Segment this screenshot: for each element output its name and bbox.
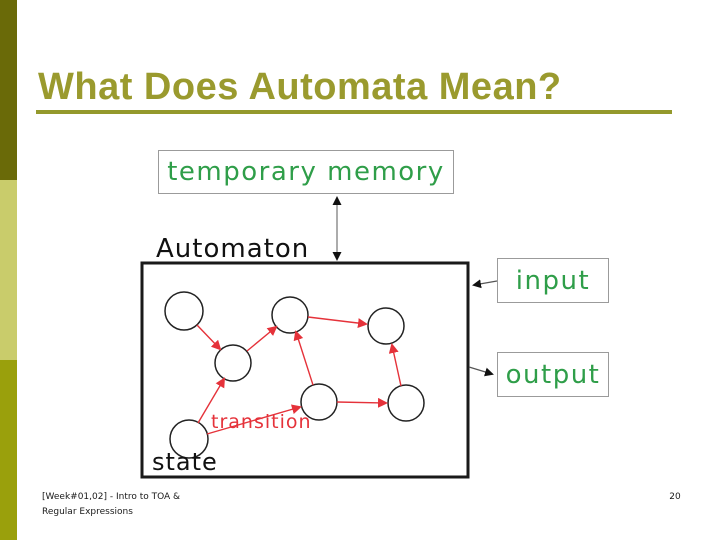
temporary-memory-label: temporary memory [167,157,445,187]
state-circle [169,419,209,459]
transition-arrow [197,377,226,424]
sidebar-segment-middle [0,180,17,360]
transition-arrow [336,397,388,408]
sidebar-segment-bottom [0,360,17,540]
sidebar-decoration [0,0,17,540]
footer-line2: Regular Expressions [42,507,133,517]
state-circle [367,307,405,345]
state-label: state [152,448,218,476]
transition-arrow [307,316,368,329]
transition-arrow [246,325,278,352]
transition-arrow [293,330,314,386]
temporary-memory-box: temporary memory [158,150,454,194]
transition-arrow [206,404,302,435]
state-circle [214,344,252,382]
input-label: input [515,265,591,296]
page-title: What Does Automata Mean? [38,66,562,108]
output-label: output [505,359,601,390]
output-arrow [468,366,494,377]
state-circle [164,291,204,331]
page-number: 20 [669,492,681,502]
sidebar-segment-top [0,0,17,180]
automaton-label: Automaton [156,234,310,264]
footer-text: [Week#01,02] - Intro to TOA & Regular Ex… [42,490,180,520]
title-underline [36,110,672,114]
transition-arrow [388,343,402,387]
input-arrow [472,279,498,289]
automaton-diagram-canvas [140,196,498,479]
transition-label: transition [211,411,312,433]
output-box: output [497,352,609,397]
input-box: input [497,258,609,303]
state-circle [271,296,309,334]
transition-arrow [196,324,222,351]
footer-line1: [Week#01,02] - Intro to TOA & [42,492,181,502]
state-circle [387,384,425,422]
